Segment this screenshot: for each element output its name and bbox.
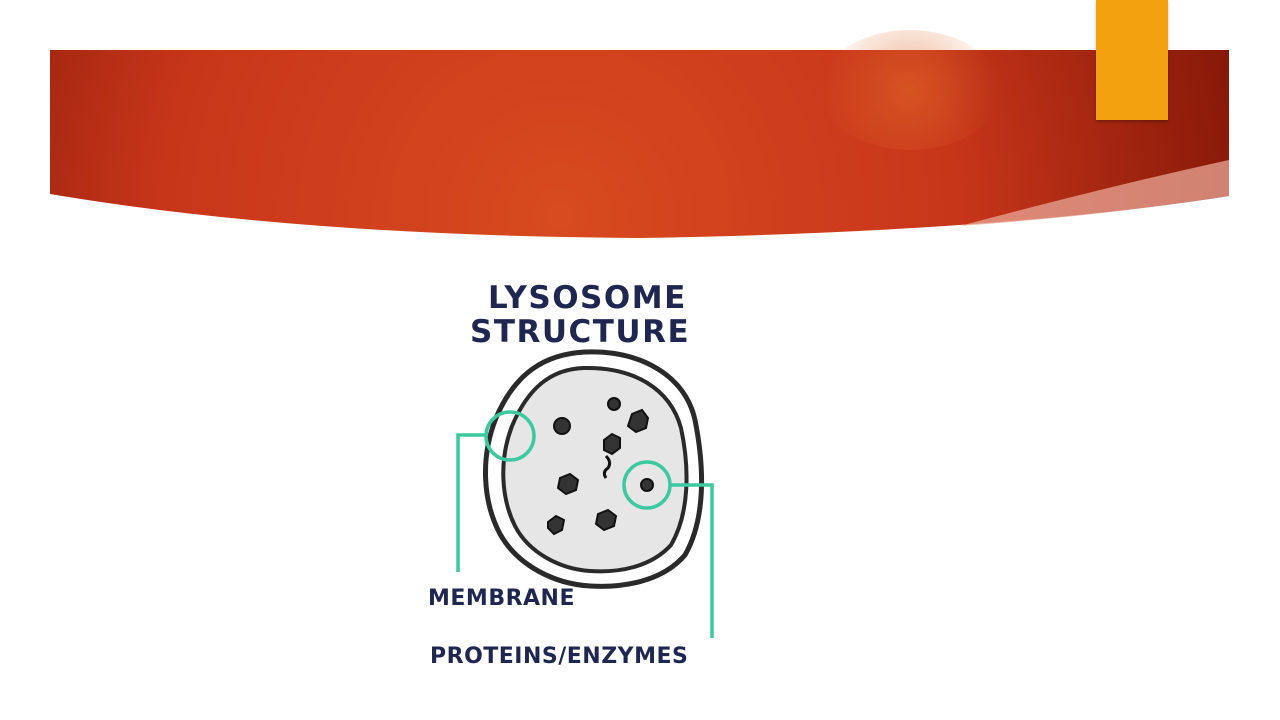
enzyme-particle (553, 417, 571, 435)
membrane-leader-line (456, 433, 486, 572)
enzyme-particle (640, 478, 654, 492)
header-banner (50, 30, 1229, 238)
inner-membrane (501, 365, 689, 574)
enzyme-particle (556, 472, 580, 496)
enzyme-particle (602, 454, 612, 479)
banner-glow (820, 30, 1000, 150)
lysosome-illustration (456, 349, 714, 638)
enzyme-particle (607, 397, 621, 411)
callouts (456, 410, 714, 638)
lysosome-diagram: LYSOSOME STRUCTURE MEMBRANE PROTEINS/ENZ… (400, 270, 760, 690)
membrane-label: MEMBRANE (428, 586, 575, 611)
diagram-title-line2: STRUCTURE (470, 314, 691, 350)
enzyme-leader-line (670, 483, 714, 638)
enzyme-particles (547, 397, 654, 536)
enzyme-particle (626, 408, 650, 434)
banner-swoosh (960, 160, 1229, 226)
diagram-title-line1: LYSOSOME (488, 280, 687, 316)
enzyme-particle (547, 514, 566, 536)
proteins-enzymes-label: PROTEINS/ENZYMES (430, 644, 689, 669)
enzyme-particle (594, 508, 618, 532)
enzyme-particle (603, 432, 621, 456)
accent-tab (1096, 0, 1168, 120)
